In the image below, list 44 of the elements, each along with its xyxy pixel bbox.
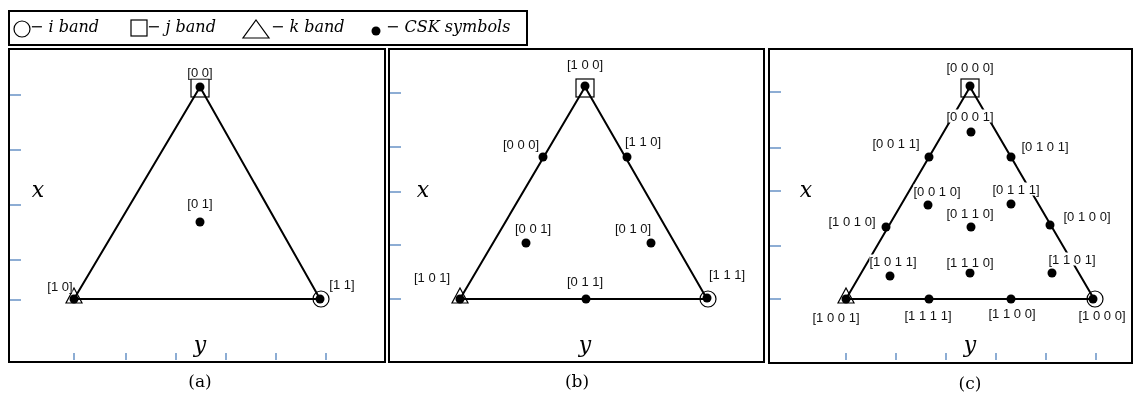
symbol-label: [0 1] bbox=[187, 196, 213, 210]
axis-label: x bbox=[416, 179, 430, 201]
symbol-label: [1 1 1 0] bbox=[946, 255, 994, 269]
symbol-label: [1 0 1 0] bbox=[828, 214, 876, 228]
panel-caption: (c) bbox=[958, 374, 982, 392]
symbol-label: [0 1 1 1] bbox=[992, 182, 1040, 196]
legend-label: − k band bbox=[271, 19, 345, 35]
symbol-label: [1 0 1 1] bbox=[869, 254, 917, 268]
symbol-label: [0 0 1 0] bbox=[913, 184, 961, 198]
symbol-label: [0 0 0 0] bbox=[946, 60, 994, 74]
symbol-label: [1 1 1 1] bbox=[904, 308, 952, 322]
legend-label: − i band bbox=[30, 19, 100, 35]
symbol-label: [0 0 1] bbox=[514, 221, 552, 235]
panel-caption: (b) bbox=[564, 372, 590, 390]
symbol-label: [0 0 1 1] bbox=[872, 136, 920, 150]
axis-label: y bbox=[578, 334, 592, 356]
symbol-label: [0 0] bbox=[187, 65, 213, 79]
plot-panel bbox=[8, 48, 386, 363]
symbol-label: [0 1 0 1] bbox=[1021, 139, 1069, 153]
symbol-label: [1 1 1] bbox=[708, 267, 746, 281]
symbol-label: [1 0] bbox=[47, 279, 73, 293]
symbol-label: [1 1 0 1] bbox=[1048, 252, 1096, 266]
symbol-label: [0 1 0] bbox=[614, 221, 652, 235]
axis-label: x bbox=[799, 179, 813, 201]
symbol-label: [1 1] bbox=[329, 277, 355, 291]
symbol-label: [1 0 0 1] bbox=[812, 310, 860, 324]
symbol-label: [1 1 0 0] bbox=[988, 306, 1036, 320]
symbol-label: [0 0 0 1] bbox=[946, 109, 994, 123]
symbol-label: [0 0 0] bbox=[502, 137, 540, 151]
axis-label: y bbox=[193, 334, 207, 356]
legend-label: − j band bbox=[147, 19, 216, 35]
symbol-label: [1 1 0] bbox=[624, 134, 662, 148]
symbol-label: [0 1 0 0] bbox=[1063, 209, 1111, 223]
symbol-label: [1 0 0 0] bbox=[1078, 308, 1126, 322]
symbol-label: [1 0 0] bbox=[566, 57, 604, 71]
axis-label: y bbox=[963, 334, 977, 356]
axis-label: x bbox=[31, 179, 45, 201]
symbol-label: [1 0 1] bbox=[413, 270, 451, 284]
plot-panel bbox=[388, 48, 765, 363]
plot-panel bbox=[768, 48, 1133, 364]
legend-label: − CSK symbols bbox=[386, 19, 511, 35]
symbol-label: [0 1 1] bbox=[566, 274, 604, 288]
panel-caption: (a) bbox=[188, 372, 212, 390]
symbol-label: [0 1 1 0] bbox=[946, 206, 994, 220]
